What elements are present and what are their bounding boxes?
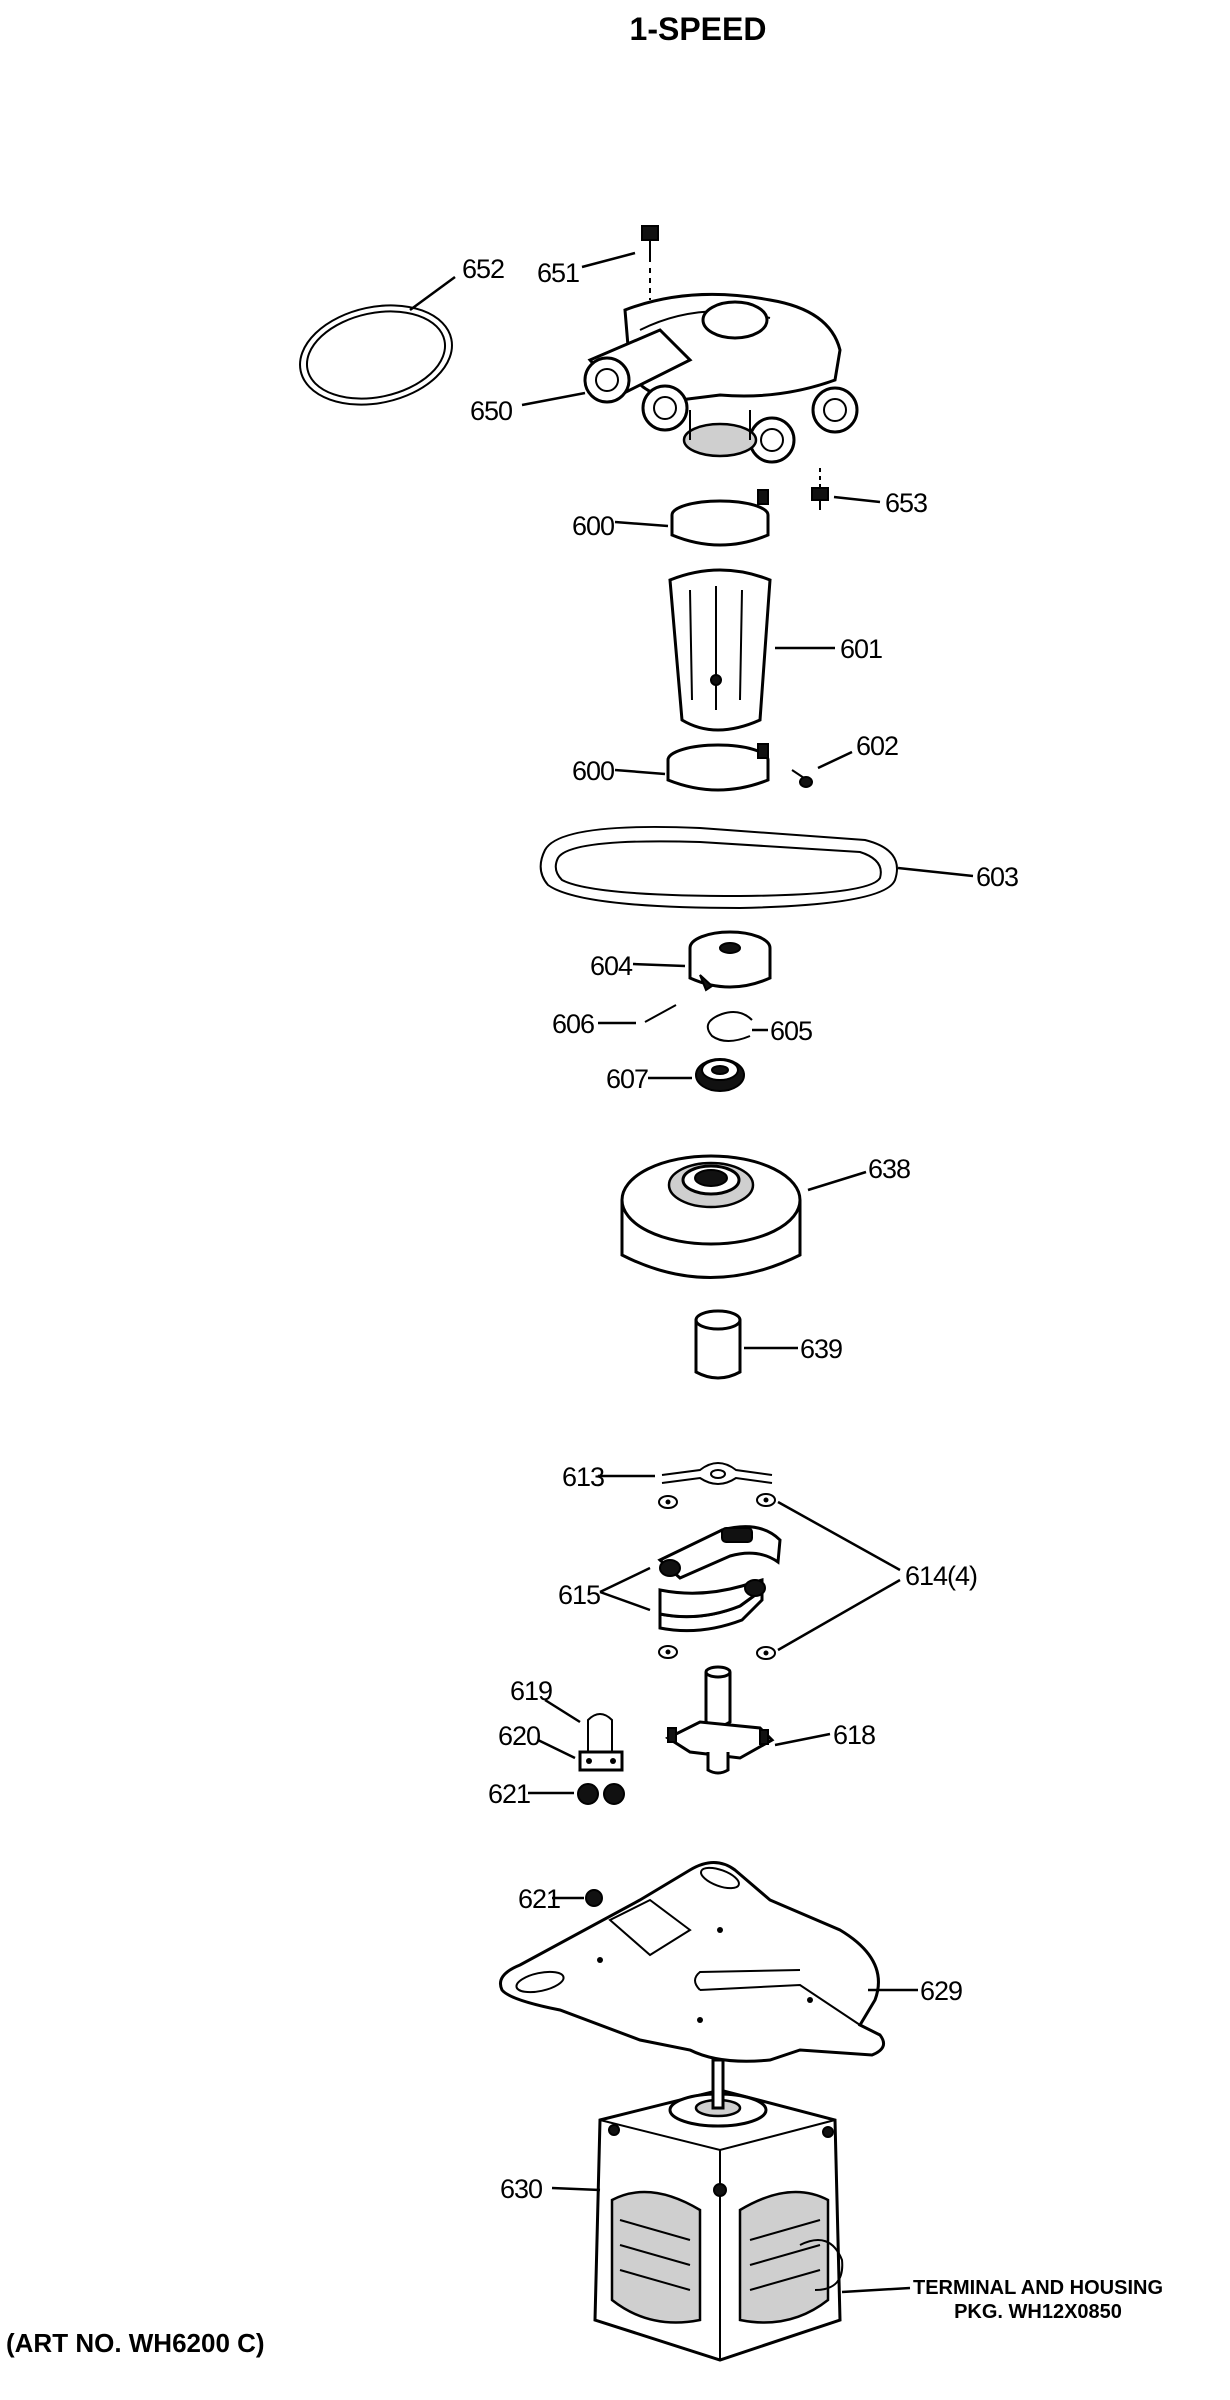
diagram-title: 1-SPEED <box>630 11 767 47</box>
leader-terminal <box>841 2286 911 2294</box>
part-639-bushing <box>694 1309 742 1380</box>
part-650-pump <box>583 292 859 464</box>
callout-607: 607 <box>606 1064 648 1094</box>
leader-620 <box>537 1738 576 1760</box>
leader-619 <box>544 1698 581 1724</box>
callout-604: 604 <box>590 951 633 981</box>
callout-621b: 621 <box>518 1884 560 1914</box>
leader-638 <box>807 1170 867 1192</box>
part-601-boot <box>668 568 772 732</box>
part-607-bearing <box>695 1058 745 1092</box>
part-653-screw <box>811 468 829 510</box>
art-number: (ART NO. WH6200 C) <box>6 2328 265 2358</box>
part-618-hub <box>664 1665 775 1775</box>
callout-638: 638 <box>868 1154 910 1184</box>
leader-602 <box>817 750 853 770</box>
part-615-shoes <box>657 1525 782 1633</box>
callout-606: 606 <box>552 1009 594 1039</box>
part-630-motor <box>593 2058 844 2362</box>
callout-602: 602 <box>856 731 898 761</box>
leader-603 <box>897 866 974 878</box>
part-613-plate <box>661 1462 773 1485</box>
part-619-ubolt <box>587 1713 613 1760</box>
callout-629: 629 <box>920 1976 962 2006</box>
callout-618: 618 <box>833 1720 875 1750</box>
callout-653: 653 <box>885 488 927 518</box>
callout-600b: 600 <box>572 756 614 786</box>
part-603-belt <box>539 825 898 910</box>
callout-600a: 600 <box>572 511 614 541</box>
leader-650 <box>521 391 586 407</box>
callout-613: 613 <box>562 1462 604 1492</box>
terminal-note-line2: PKG. WH12X0850 <box>954 2301 1122 2323</box>
part-606-key <box>644 1004 677 1023</box>
leader-614-upper <box>777 1500 901 1572</box>
leader-618 <box>774 1732 831 1747</box>
leader-652 <box>409 275 456 312</box>
part-638-pulley <box>620 1154 802 1279</box>
leader-651 <box>581 251 636 269</box>
callout-620: 620 <box>498 1721 540 1751</box>
callout-630: 630 <box>500 2174 542 2204</box>
leader-630 <box>551 2186 601 2192</box>
leader-615-upper <box>599 1566 651 1594</box>
leader-615-lower <box>599 1590 651 1612</box>
part-652-ring <box>299 304 453 406</box>
callout-603: 603 <box>976 862 1018 892</box>
callout-650: 650 <box>470 396 512 426</box>
part-621-nut-base <box>585 1889 603 1907</box>
callout-605: 605 <box>770 1016 812 1046</box>
part-620-plate <box>578 1750 624 1772</box>
leader-600b <box>614 768 666 776</box>
leader-653 <box>833 495 881 504</box>
leader-614-lower <box>777 1578 901 1652</box>
leader-604 <box>632 962 686 968</box>
callout-601: 601 <box>840 634 882 664</box>
callout-652: 652 <box>462 254 504 284</box>
leader-600a <box>614 520 669 528</box>
callout-651: 651 <box>537 258 579 288</box>
callout-619: 619 <box>510 1676 552 1706</box>
part-600-clamp-lower <box>666 743 770 792</box>
terminal-note-line1: TERMINAL AND HOUSING <box>913 2277 1163 2299</box>
callout-614: 614(4) <box>905 1561 977 1591</box>
callout-615: 615 <box>558 1580 600 1610</box>
part-602-pin <box>791 769 813 788</box>
part-600-clamp-upper <box>670 489 770 547</box>
callout-621a: 621 <box>488 1779 530 1809</box>
part-621-nuts <box>577 1783 625 1805</box>
part-629-mounting-plate <box>499 1861 886 2063</box>
part-614-washers <box>658 1493 776 1660</box>
callout-639: 639 <box>800 1334 842 1364</box>
part-604-cap <box>688 930 772 992</box>
part-605-ring <box>706 1011 753 1042</box>
part-651-screw <box>641 225 659 300</box>
